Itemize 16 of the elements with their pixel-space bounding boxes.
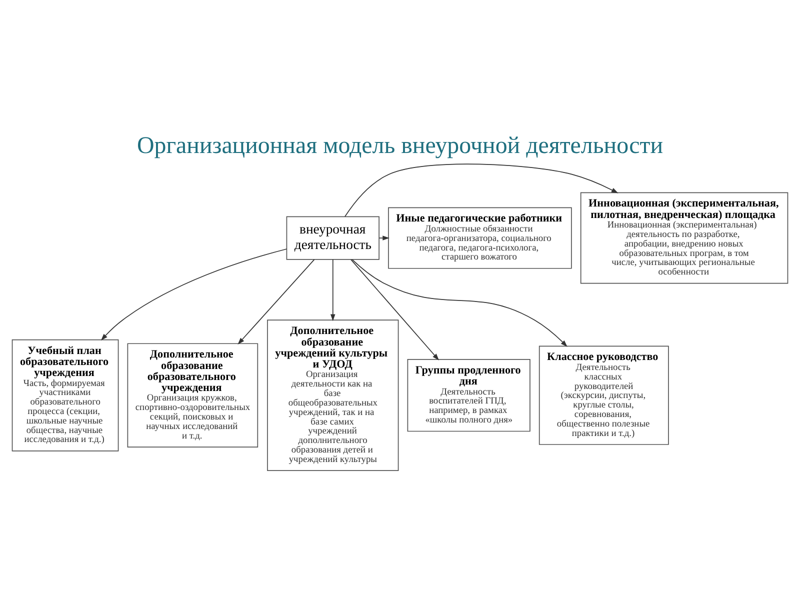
node-box: Учебный план образовательного учреждения Часть, формируемая участниками образовательного процесса (секции, школьные научные общества, научные исследования и т.д.)	[12, 338, 119, 451]
arrow	[350, 258, 440, 360]
node-box: Инновационная (экспериментальная, пилотная, внедренческая) площадка Инновационная (экспериментальная) деятельность по разработке, апробации, внедрению новых образовательных програм, в том числе, учитывающих региональные особенности	[580, 192, 788, 284]
diagram-title: Организационная модель внеурочной деятельности	[136, 132, 664, 158]
arrow	[330, 258, 336, 321]
node-box: Дополнительное образование учреждений культуры и УДОД Организация деятельности как на базе общеобразовательных учреждений, так и на базе самих учреждений дополнительного образования детей и учреждений культуры	[267, 319, 399, 470]
node-box: Дополнительное образование образовательного учреждения Организация кружков, спортивно-оздоровительных секций, поисковых и научных исследований и т.д.	[127, 342, 258, 447]
node-box: Иные педагогические работники Должностные обязанности педагога-организатора, социального педагога, педагога-психолога, старшего вожатого	[388, 206, 572, 268]
arrow	[100, 248, 288, 340]
node-box: Классное руководство Деятельность классных руководителей (экскурсии, диспуты, круглые столы, соревнования, общественно полезные практики и т.д.)	[538, 345, 669, 444]
node-box: Группы продленного дня Деятельность воспитателей ГПД, например, в рамках «школы полного дня»	[407, 358, 530, 432]
arrow	[344, 163, 618, 216]
arrow	[378, 235, 390, 240]
arrow	[238, 258, 315, 344]
node-box: внеурочная деятельность	[286, 216, 380, 260]
arrow	[352, 258, 568, 346]
